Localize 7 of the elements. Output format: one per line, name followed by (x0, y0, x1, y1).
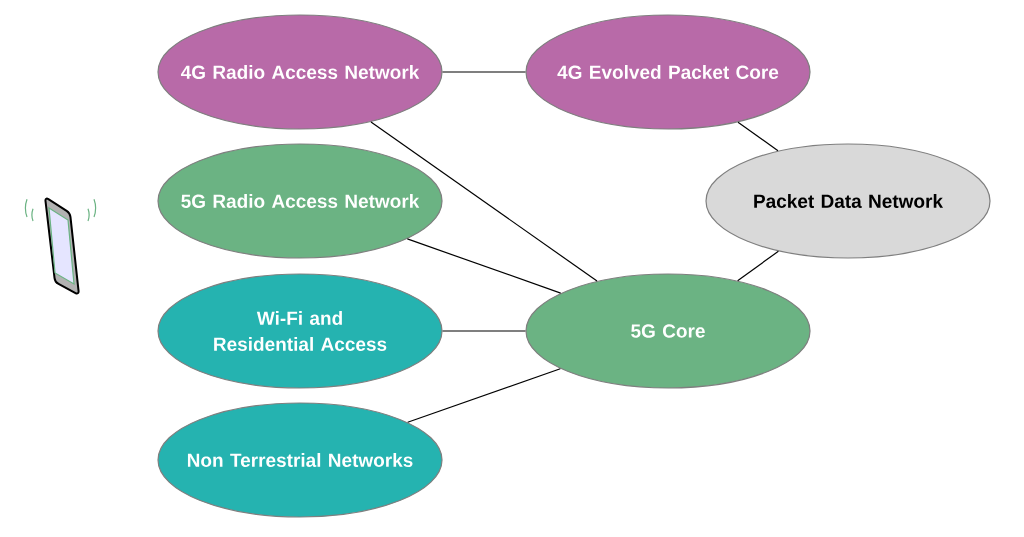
connector-line (442, 71, 526, 73)
connector-line (370, 121, 598, 282)
connector-line (407, 368, 561, 423)
connector-line (737, 121, 779, 152)
connector-line (406, 238, 562, 294)
connector-line (737, 250, 779, 282)
connector-line (442, 330, 526, 332)
